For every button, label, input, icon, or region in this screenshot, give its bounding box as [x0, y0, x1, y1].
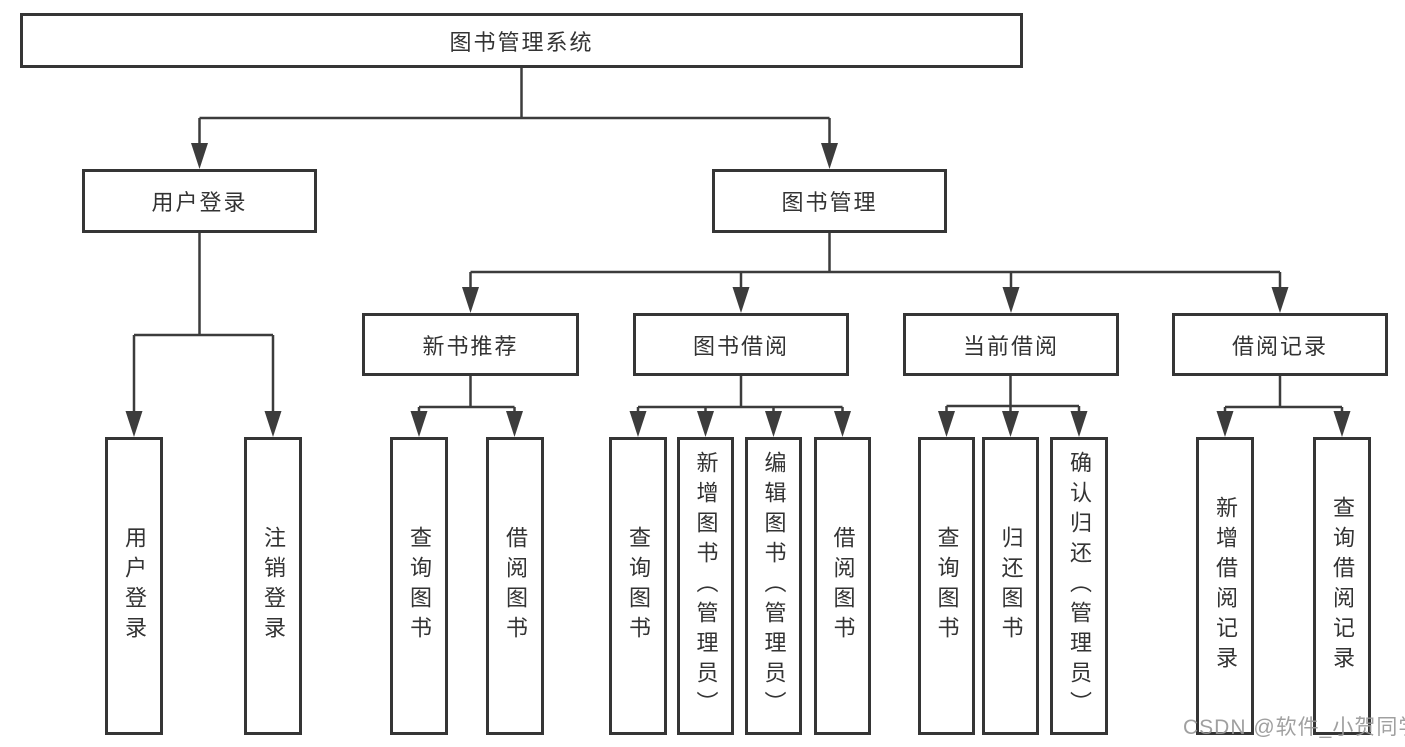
- arrowheads: [125, 143, 1351, 437]
- node-book-borrowing-label: 图书借阅: [692, 333, 789, 359]
- csdn-watermark: CSDN @软件_小贺同学: [1183, 716, 1405, 739]
- leaf-borrow-books-recommend-label: 借阅图书: [503, 526, 528, 646]
- leaf-borrow-books-label: 借阅图书: [830, 526, 856, 646]
- leaf-user-login-label: 用户登录: [122, 526, 147, 646]
- leaf-add-borrow-record-label: 新增借阅记录: [1213, 496, 1238, 676]
- leaf-return-books-label: 归还图书: [998, 526, 1024, 646]
- node-borrowing-records-label: 借阅记录: [1231, 333, 1328, 359]
- node-borrowing-records: 借阅记录: [1172, 313, 1388, 376]
- node-book-management-label: 图书管理: [781, 190, 878, 215]
- leaf-logout: 注销登录: [244, 437, 302, 735]
- leaf-add-books-admin-label: 新增图书（管理员）: [693, 451, 719, 721]
- leaf-confirm-return-admin: 确认归还（管理员）: [1050, 437, 1108, 735]
- leaf-query-books-recommend: 查询图书: [390, 437, 448, 735]
- leaf-logout-label: 注销登录: [261, 526, 286, 646]
- leaf-borrow-books: 借阅图书: [814, 437, 871, 735]
- node-root-library-system: 图书管理系统: [20, 13, 1023, 68]
- leaf-query-books-recommend-label: 查询图书: [407, 526, 432, 646]
- leaf-edit-books-admin-label: 编辑图书（管理员）: [761, 451, 787, 721]
- leaf-user-login: 用户登录: [105, 437, 163, 735]
- leaf-query-borrow-record: 查询借阅记录: [1313, 437, 1371, 735]
- leaf-query-books-borrowing-label: 查询图书: [626, 526, 651, 646]
- leaf-edit-books-admin: 编辑图书（管理员）: [745, 437, 802, 735]
- leaf-add-borrow-record: 新增借阅记录: [1196, 437, 1254, 735]
- leaf-return-books: 归还图书: [982, 437, 1039, 735]
- leaf-confirm-return-admin-label: 确认归还（管理员）: [1067, 451, 1092, 721]
- leaf-borrow-books-recommend: 借阅图书: [486, 437, 544, 735]
- node-current-borrowing-label: 当前借阅: [962, 333, 1059, 359]
- leaf-add-books-admin: 新增图书（管理员）: [677, 437, 734, 735]
- node-current-borrowing: 当前借阅: [903, 313, 1119, 376]
- leaf-query-books-current-label: 查询图书: [934, 526, 960, 646]
- leaf-query-books-current: 查询图书: [918, 437, 975, 735]
- node-new-book-recommend-label: 新书推荐: [422, 333, 519, 359]
- leaf-query-borrow-record-label: 查询借阅记录: [1330, 496, 1355, 676]
- node-new-book-recommend: 新书推荐: [362, 313, 579, 376]
- node-book-management: 图书管理: [712, 169, 947, 233]
- node-book-borrowing: 图书借阅: [633, 313, 849, 376]
- node-user-login-label: 用户登录: [151, 190, 248, 215]
- node-user-login: 用户登录: [82, 169, 317, 233]
- leaf-query-books-borrowing: 查询图书: [609, 437, 667, 735]
- node-root-label: 图书管理系统: [449, 29, 594, 55]
